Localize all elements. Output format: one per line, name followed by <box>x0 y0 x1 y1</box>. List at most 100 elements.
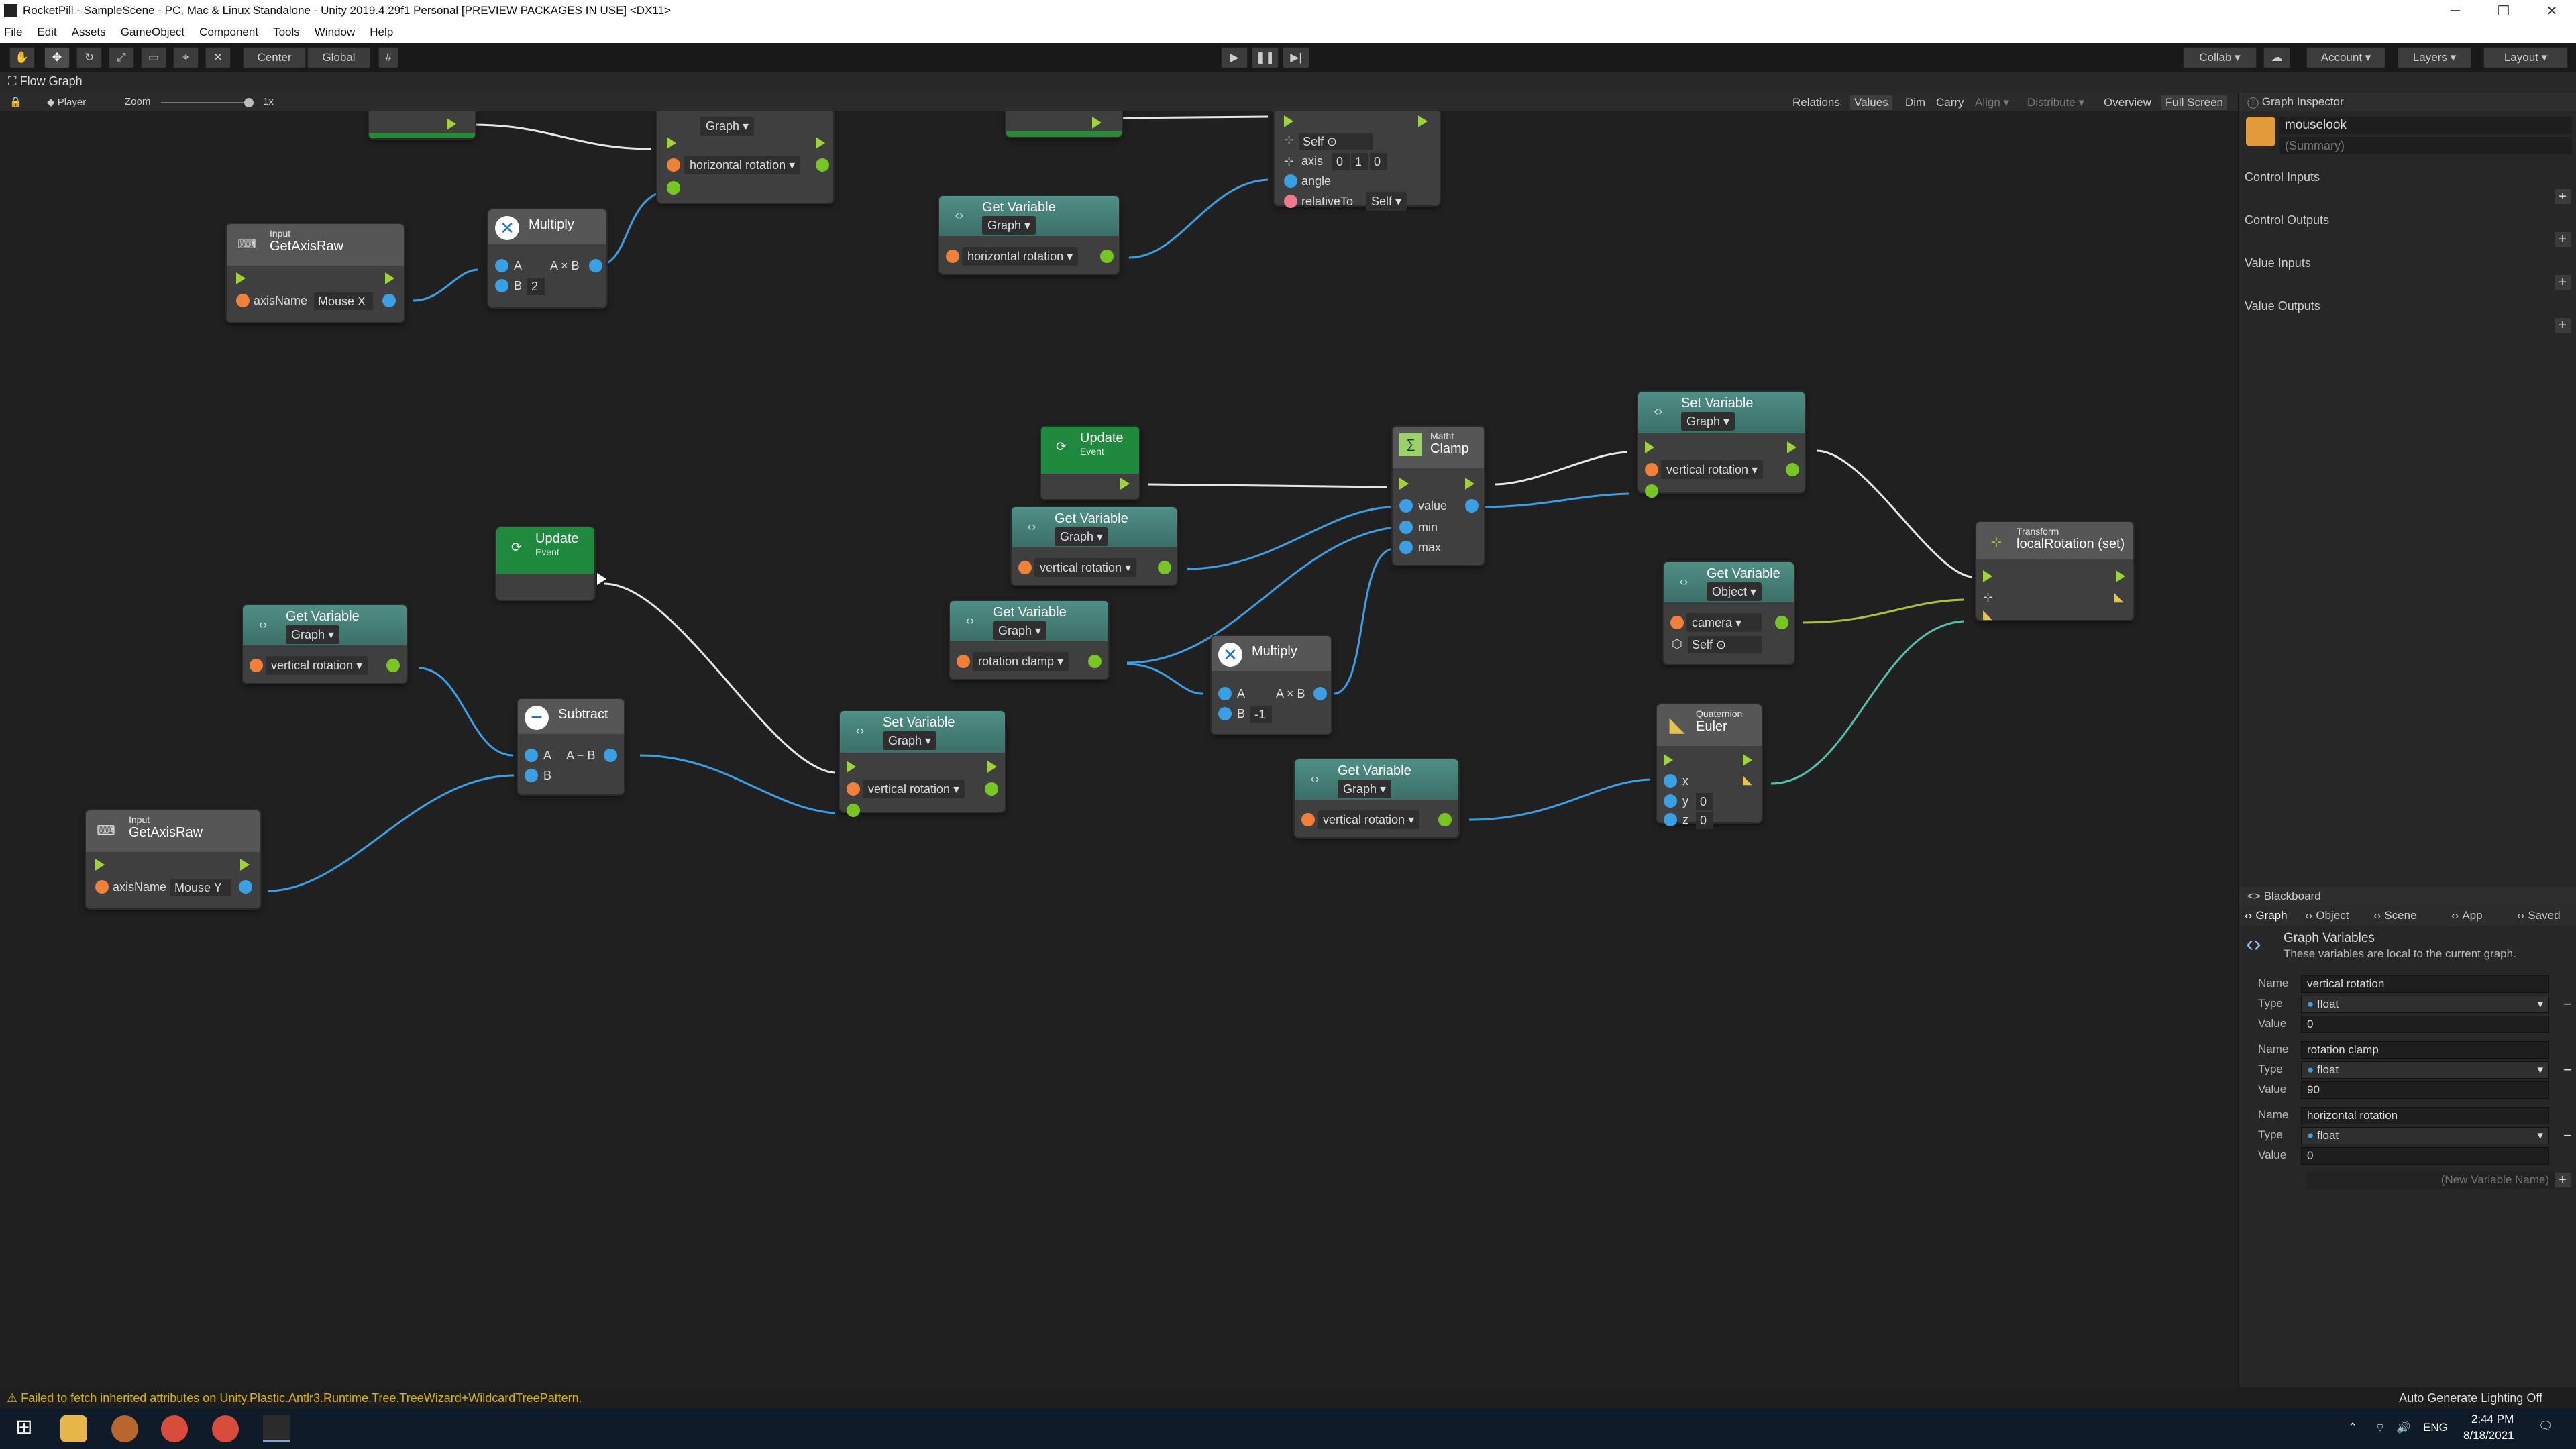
add-value-input-button[interactable]: + <box>2555 275 2571 290</box>
axisname-port[interactable] <box>236 294 250 307</box>
node-graph-horizontal[interactable]: Graph ▾ horizontal rotation ▾ <box>657 111 833 203</box>
flow-in-port[interactable] <box>847 761 856 773</box>
flow-out-port[interactable] <box>1743 754 1752 766</box>
remove-variable-button[interactable]: − <box>2563 1127 2572 1144</box>
layout-dropdown[interactable]: Layout ▾ <box>2483 47 2568 68</box>
variable-value-field[interactable]: 90 <box>2301 1081 2549 1099</box>
flow-out-port[interactable] <box>1418 115 1428 127</box>
a-port[interactable] <box>495 259 508 272</box>
add-control-input-button[interactable]: + <box>2555 189 2571 204</box>
close-icon[interactable]: ✕ <box>2546 3 2558 19</box>
rect-tool-icon[interactable]: ▭ <box>141 47 166 68</box>
tab-object[interactable]: ‹› Object <box>2305 909 2349 922</box>
transform-tool-icon[interactable]: ⌖ <box>173 47 199 68</box>
b-field[interactable]: 2 <box>527 278 545 295</box>
self-field[interactable]: Self ⊙ <box>1688 636 1762 653</box>
auto-lighting-status[interactable]: Auto Generate Lighting Off <box>2399 1391 2542 1405</box>
windows-start-icon[interactable]: ⊞ <box>15 1416 33 1438</box>
object-kind-dropdown[interactable]: Object ▾ <box>1707 582 1762 601</box>
tray-wifi-icon[interactable]: ⌔ <box>2375 1421 2385 1434</box>
graph-kind-dropdown[interactable]: Graph ▾ <box>993 621 1047 640</box>
dim-button[interactable]: Dim <box>1905 96 1926 109</box>
variable-value-field[interactable]: 0 <box>2301 1016 2549 1033</box>
a-port[interactable] <box>525 749 538 762</box>
variable-type-dropdown[interactable]: ● float▾ <box>2301 1061 2549 1079</box>
object-port[interactable] <box>957 655 970 668</box>
flow-out-port[interactable] <box>385 272 394 284</box>
b-port[interactable] <box>495 279 508 292</box>
node-getvar-vertical-1[interactable]: ‹›Get Variable Graph ▾ vertical rotation… <box>1012 507 1177 585</box>
value-in-port[interactable] <box>847 804 860 817</box>
menu-window[interactable]: Window <box>314 25 356 38</box>
minimize-icon[interactable]: ─ <box>2450 3 2461 18</box>
value-in-port[interactable] <box>667 181 680 195</box>
node-rotate[interactable]: ⊹ Self ⊙ ⊹ axis 0 1 0 angle relativeTo S… <box>1275 111 1440 211</box>
space-global-button[interactable]: Global <box>307 47 370 68</box>
breadcrumb-player[interactable]: ◆ Player <box>47 97 87 108</box>
pause-icon[interactable]: ❚❚ <box>1252 47 1279 68</box>
variable-value-field[interactable]: 0 <box>2301 1147 2549 1165</box>
tab-saved[interactable]: ‹› Saved <box>2517 909 2561 922</box>
carry-button[interactable]: Carry <box>1936 96 1964 109</box>
notification-icon[interactable]: 🗨 <box>2538 1419 2553 1432</box>
add-value-output-button[interactable]: + <box>2555 318 2571 333</box>
flow-out-port[interactable] <box>816 137 825 149</box>
out-port[interactable] <box>589 259 602 272</box>
value-out-port[interactable] <box>816 158 829 172</box>
graph-object-port[interactable] <box>667 158 680 172</box>
y-field[interactable]: 0 <box>1696 793 1713 810</box>
graph-kind-dropdown[interactable]: Graph ▾ <box>286 625 340 644</box>
menu-file[interactable]: File <box>4 25 23 38</box>
menu-tools[interactable]: Tools <box>273 25 300 38</box>
tab-flow-graph[interactable]: ⛶ Flow Graph <box>8 74 83 88</box>
variable-name-dropdown[interactable]: vertical rotation ▾ <box>266 656 368 675</box>
relative-to-port[interactable] <box>1284 195 1297 208</box>
variable-name-field[interactable]: horizontal rotation <box>2301 1107 2549 1124</box>
flow-out-port[interactable] <box>447 118 456 130</box>
value-out-port[interactable] <box>386 659 400 672</box>
tray-time[interactable]: 2:44 PM <box>2471 1413 2514 1426</box>
variable-name-dropdown[interactable]: horizontal rotation ▾ <box>684 156 801 174</box>
node-multiply-top[interactable]: ✕Multiply A A × B B 2 <box>488 209 606 307</box>
axis-z-field[interactable]: 0 <box>1370 153 1387 170</box>
y-port[interactable] <box>1664 794 1677 808</box>
object-port[interactable] <box>847 782 860 796</box>
flow-in-port[interactable] <box>95 859 105 871</box>
variable-name-dropdown[interactable]: vertical rotation ▾ <box>1034 558 1137 577</box>
axisname-port[interactable] <box>95 880 109 894</box>
add-variable-button[interactable]: + <box>2555 1173 2571 1187</box>
variable-name-dropdown[interactable]: vertical rotation ▾ <box>1318 810 1420 829</box>
value-out-port[interactable] <box>1158 561 1171 574</box>
node-getvar-rotation-clamp[interactable]: ‹›Get Variable Graph ▾ rotation clamp ▾ <box>950 601 1108 679</box>
scale-tool-icon[interactable]: ⤢ <box>109 47 134 68</box>
relations-button[interactable]: Relations <box>1792 96 1840 109</box>
flow-out-port[interactable] <box>240 859 250 871</box>
partial-node-top-left[interactable] <box>369 111 475 138</box>
chrome-icon[interactable] <box>161 1415 188 1442</box>
tab-app[interactable]: ‹› App <box>2451 909 2483 922</box>
result-out-port[interactable] <box>1465 499 1479 513</box>
object-port[interactable] <box>1018 561 1032 574</box>
z-field[interactable]: 0 <box>1696 812 1713 829</box>
rotate-tool-icon[interactable]: ↻ <box>76 47 102 68</box>
partial-node-top-mid[interactable] <box>1006 111 1122 137</box>
graph-canvas[interactable]: Graph ▾ horizontal rotation ▾ ⊹ Self ⊙ ⊹… <box>0 111 2238 1387</box>
lock-icon[interactable]: 🔒 <box>9 97 22 108</box>
angle-port[interactable] <box>1284 174 1297 188</box>
object-port[interactable] <box>1645 463 1658 476</box>
graph-kind-dropdown[interactable]: Graph ▾ <box>982 216 1036 235</box>
menu-component[interactable]: Component <box>199 25 259 38</box>
out-port[interactable] <box>1313 687 1327 700</box>
file-explorer-icon[interactable] <box>60 1415 87 1442</box>
flow-in-port[interactable] <box>1664 754 1673 766</box>
graph-summary-field[interactable]: (Summary) <box>2279 137 2572 154</box>
variable-name-dropdown[interactable]: vertical rotation ▾ <box>1661 460 1764 479</box>
status-message[interactable]: Failed to fetch inherited attributes on … <box>21 1391 582 1405</box>
zoom-slider-handle[interactable] <box>244 98 254 107</box>
value-in-port[interactable] <box>1399 499 1413 513</box>
